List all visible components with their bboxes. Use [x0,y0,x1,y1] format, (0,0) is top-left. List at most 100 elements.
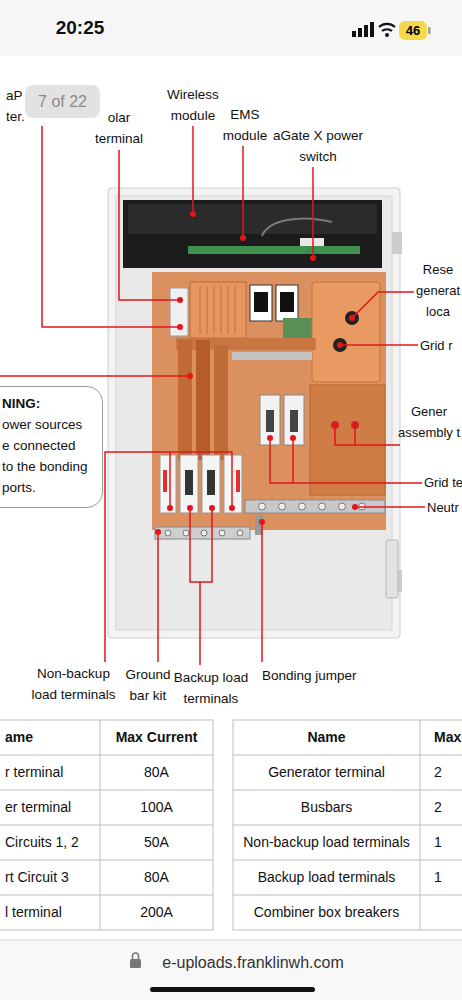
wifi-icon [382,29,392,31]
connector [300,238,324,246]
leader-dot [187,373,193,379]
terminal-mark [163,470,167,492]
table-cell: 50A [100,825,213,860]
table-cell: er terminal [5,790,98,825]
table-cell: 2 [434,790,462,825]
callout-label: Grid r [420,335,453,356]
spec-tables [0,720,462,930]
leader-dot [352,422,358,428]
leader-dots [155,211,358,535]
leader-dot [240,235,246,241]
wifi-icon [385,33,389,37]
terminal-slot [290,410,298,432]
leader-line [157,532,159,662]
callout-label: aGate X power switch [263,125,373,167]
leader-dot [177,324,183,330]
callout-label: aP ter. [6,85,36,127]
address-bar [0,940,462,1000]
table-cell: 80A [100,860,213,895]
load-terminal [180,455,198,513]
screw [219,530,225,536]
cover-ribs [200,286,235,334]
wifi-icon [379,24,395,27]
busbar [196,340,210,460]
load-terminal [160,455,176,513]
grid-terminal [260,395,280,445]
node-heading: 7 of 22 [25,85,100,118]
leader-dot [267,435,273,441]
latch [386,540,398,598]
solar-cover [190,282,246,338]
leader-line [119,150,180,300]
table-cell: Busbars [233,790,420,825]
table-header: ame [5,720,98,755]
leader-line [192,126,194,214]
leader-line [190,508,212,582]
leader-dot [259,519,265,525]
callout-label: Gener assembly t [396,401,462,443]
table-cell: 1 [434,825,462,860]
lock-icon [133,953,139,959]
node-heading: NING: [2,393,102,414]
screw [201,530,207,536]
breaker-handle [280,292,294,312]
leader-dot [290,435,296,441]
table-cell: l terminal [5,895,98,930]
terminal-slot [207,470,215,495]
callout-label: Bonding jumper [262,665,357,686]
signal-bar [370,22,374,37]
leader-dot [332,422,338,428]
terminal-strip [188,246,360,254]
table-cell: 200A [100,895,213,930]
callout-label: Backup load terminals [170,667,252,709]
table-cell: Circuits 1, 2 [5,825,98,860]
leader-line [169,452,171,508]
grid-terminal [284,395,304,445]
busbar-insulator [232,352,312,360]
terminal-slot [185,470,193,495]
table-cell: Backup load terminals [233,860,420,895]
table-header: Max [434,720,462,755]
busbar [178,340,192,460]
module-cover [128,204,377,234]
leader-line [270,438,422,483]
signal-bar [358,28,362,37]
screw [319,503,326,510]
busbar [214,345,228,460]
control-module [123,200,382,268]
table-cell: Generator terminal [233,755,420,790]
leader-line [105,452,232,662]
leader-dot [167,505,173,511]
table-grid [0,720,213,930]
leader-dot [310,255,316,261]
table-header: Max Current [100,720,213,755]
screw [299,503,306,510]
circuit-board [283,318,313,340]
callout-label: Wireless module [158,84,228,126]
status-time: 20:25 [50,17,110,38]
generator-lug [351,421,359,429]
screw [279,503,286,510]
leader-dot [337,342,343,348]
leader-line [292,438,294,483]
breaker-handle [254,292,268,312]
leader-line [340,344,418,346]
breaker [276,285,298,321]
table-cell: r terminal [5,755,98,790]
breaker [250,285,272,321]
screw [165,530,171,536]
leader-dot [349,315,355,321]
callout-label: olar terminal [89,107,149,149]
callout-label: Non-backup load terminals [26,663,121,705]
apower-terminal [170,288,188,336]
table-frame [233,720,462,930]
leader-dot [190,211,196,217]
cable [262,218,332,236]
enclosure [108,188,400,638]
leader-line [335,425,400,445]
hinge [392,232,402,254]
table-grid [233,720,462,930]
screw [339,503,346,510]
load-terminal [224,455,242,513]
